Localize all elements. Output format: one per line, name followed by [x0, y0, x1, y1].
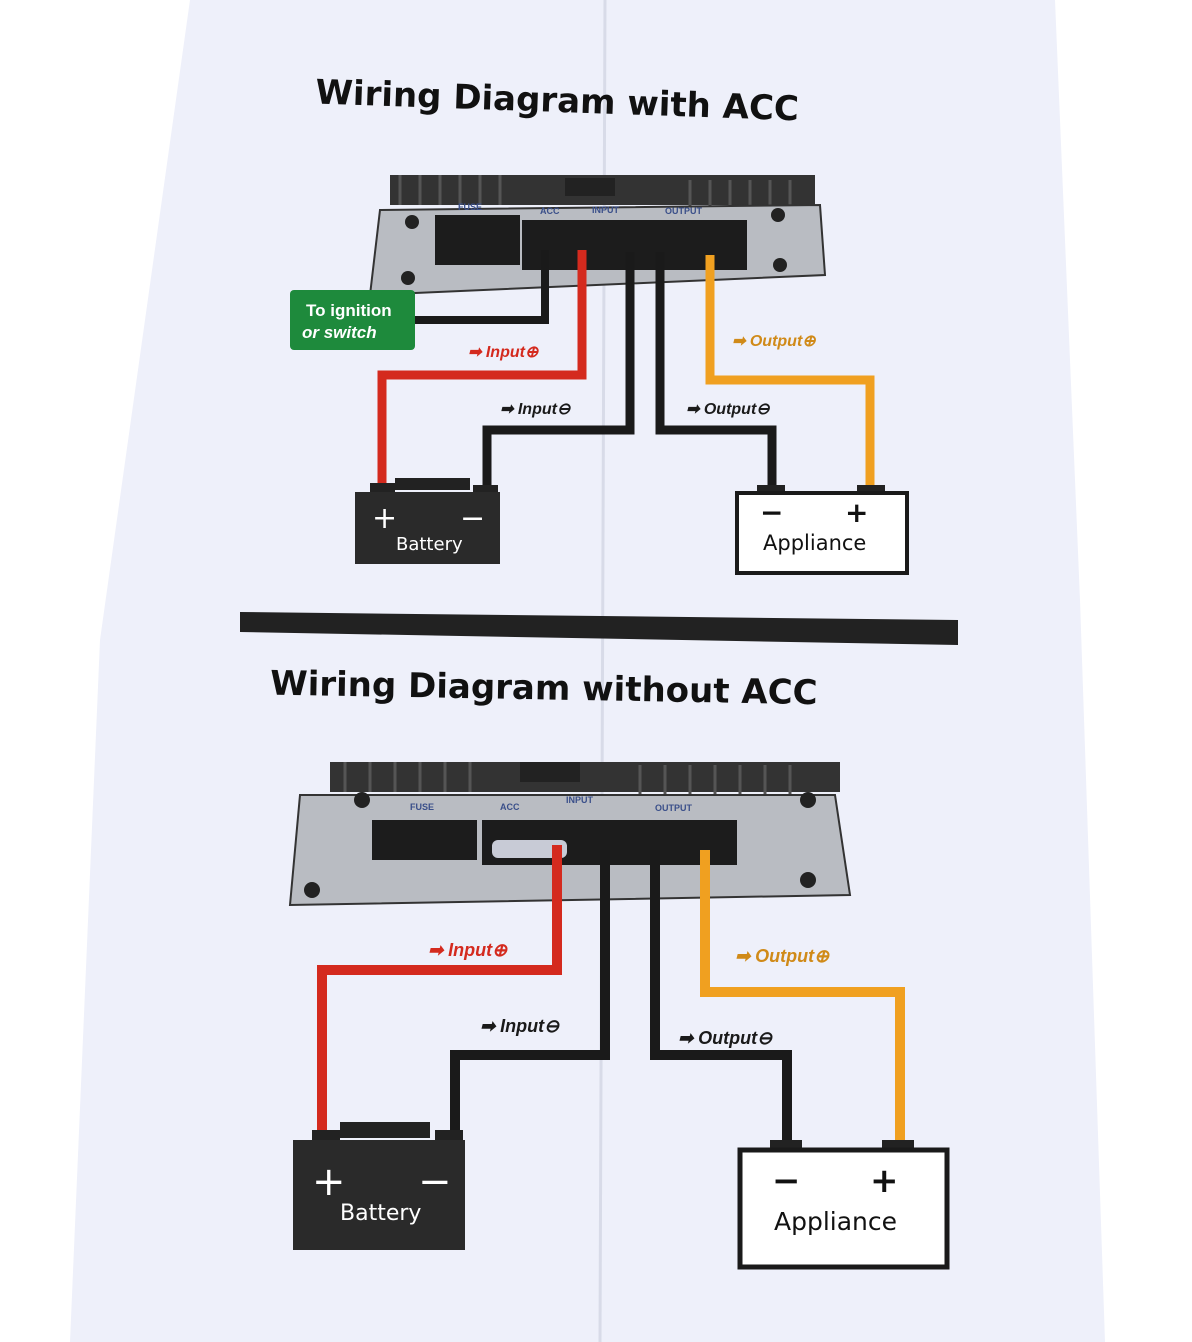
device-label-fuse: FUSE: [458, 202, 482, 212]
divider-bar: [240, 612, 958, 645]
appliance: − + Appliance: [735, 485, 909, 575]
device-label-input: INPUT: [566, 795, 594, 805]
label-input-positive: ➡ Input⊕: [428, 940, 508, 960]
wire-input-positive: [377, 250, 587, 485]
device-label-fuse: FUSE: [410, 802, 434, 812]
device-label-acc: ACC: [500, 802, 520, 812]
ignition-label-line1: To ignition: [306, 301, 392, 320]
battery-label: Battery: [396, 534, 463, 555]
appliance-minus: −: [772, 1161, 801, 1201]
wire-acc: [415, 250, 549, 324]
appliance-label: Appliance: [774, 1207, 897, 1236]
label-input-positive: ➡ Input⊕: [468, 344, 539, 361]
ignition-label-box: [290, 290, 415, 350]
battery: + − Battery: [355, 478, 500, 564]
label-input-negative: ➡ Input⊖: [480, 1016, 560, 1036]
battery-label: Battery: [340, 1201, 421, 1226]
label-output-positive: ➡ Output⊕: [735, 946, 830, 966]
wire-output-positive: [705, 255, 875, 490]
label-output-negative: ➡ Output⊖: [678, 1028, 773, 1048]
wire-output-positive: [700, 850, 905, 1148]
battery-plus: +: [372, 501, 397, 536]
label-output-negative: ➡ Output⊖: [686, 401, 770, 418]
ignition-label-line2: or switch: [302, 323, 377, 342]
appliance-minus: −: [760, 496, 783, 529]
device-label-output: OUTPUT: [655, 803, 693, 813]
device-label-input: INPUT: [592, 205, 620, 215]
wire-input-positive: [317, 845, 562, 1135]
wire-input-negative: [482, 252, 635, 490]
battery-minus: −: [460, 501, 485, 536]
appliance-plus: +: [845, 496, 868, 529]
wire-output-negative: [650, 850, 792, 1148]
label-output-positive: ➡ Output⊕: [732, 333, 816, 350]
diagram-without-acc: Wiring Diagram without ACC FUSE ACC INPU…: [270, 664, 950, 1270]
appliance-plus: +: [870, 1161, 899, 1201]
converter-device: FUSE ACC INPUT OUTPUT: [368, 175, 827, 297]
converter-device: FUSE ACC INPUT OUTPUT: [288, 762, 852, 907]
battery-plus: +: [312, 1159, 346, 1205]
battery-minus: −: [418, 1159, 452, 1205]
title-without-acc: Wiring Diagram without ACC: [270, 664, 818, 714]
device-label-acc: ACC: [540, 206, 560, 216]
diagram-with-acc: Wiring Diagram with ACC FUSE ACC INPUT O…: [290, 72, 909, 575]
label-input-negative: ➡ Input⊖: [500, 401, 571, 418]
battery: + − Battery: [293, 1122, 465, 1250]
wire-input-negative: [450, 850, 610, 1135]
appliance-label: Appliance: [763, 531, 866, 555]
wire-output-negative: [655, 252, 777, 490]
device-label-output: OUTPUT: [665, 206, 703, 216]
appliance: − + Appliance: [737, 1140, 950, 1270]
